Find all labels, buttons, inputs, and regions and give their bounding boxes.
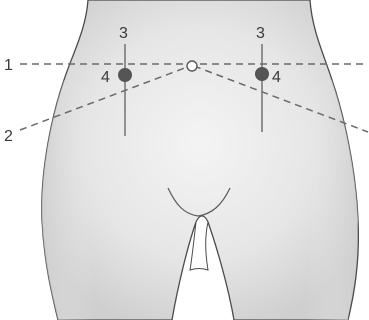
label-line-2: 2: [4, 128, 13, 145]
right-hip-shading: [305, 80, 358, 320]
label-point-4-right: 4: [272, 69, 281, 86]
point-4-right-marker: [255, 67, 269, 81]
navel-marker: [187, 61, 197, 71]
label-point-4-left: 4: [101, 69, 110, 86]
point-4-left-marker: [118, 68, 132, 82]
label-line-1: 1: [4, 57, 13, 74]
label-line-3-left: 3: [119, 25, 128, 42]
label-line-3-right: 3: [256, 25, 265, 42]
